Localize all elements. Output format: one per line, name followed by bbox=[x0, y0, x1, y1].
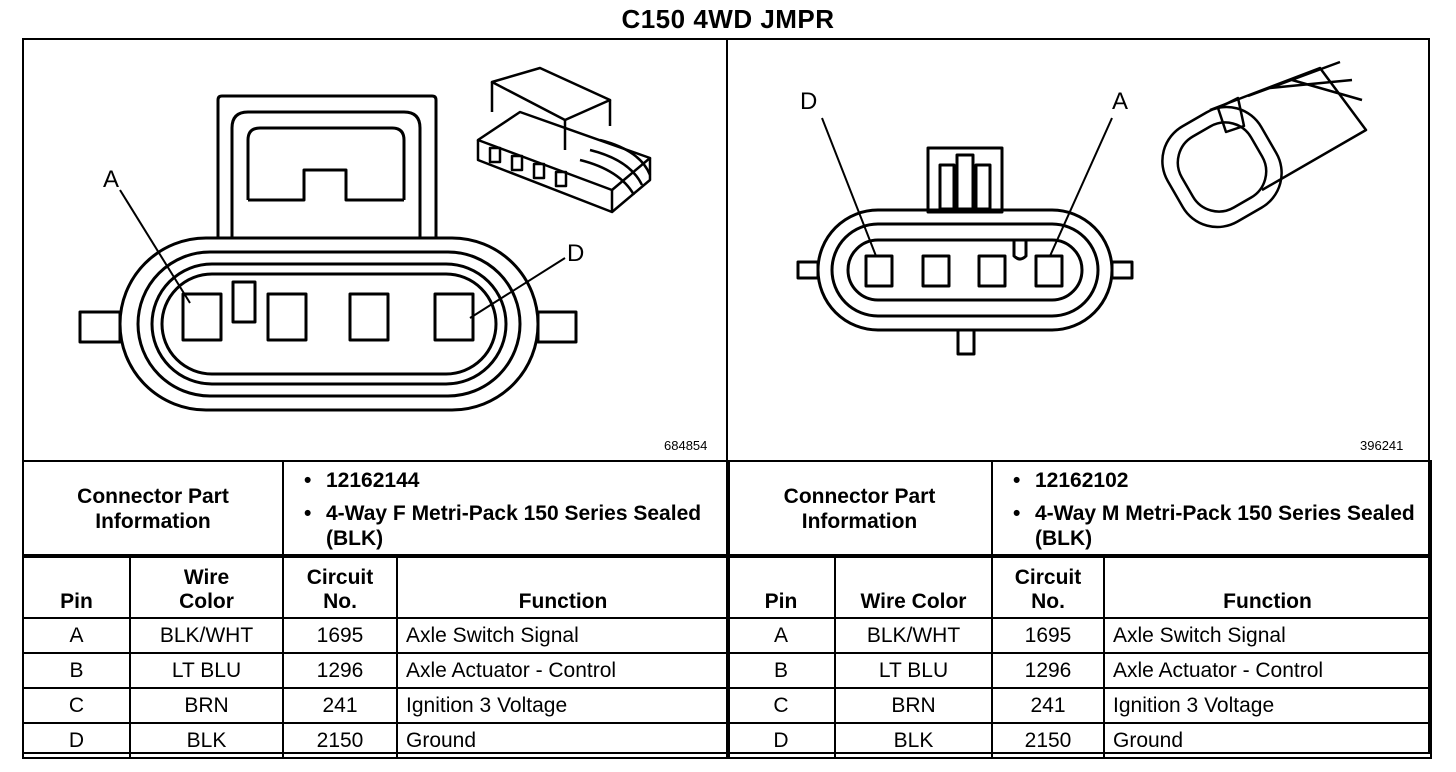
wire-color-cell: BRN bbox=[834, 687, 993, 724]
right-part-description: 4-Way M Metri-Pack 150 Series Sealed (BL… bbox=[1011, 501, 1430, 551]
right-callout-lines bbox=[821, 117, 1113, 257]
left-label-d: D bbox=[567, 240, 585, 267]
left-part-description: 4-Way F Metri-Pack 150 Series Sealed (BL… bbox=[302, 501, 728, 551]
wire-color-cell: BLK bbox=[129, 722, 284, 759]
function-cell: Axle Switch Signal bbox=[1103, 617, 1432, 654]
wire-color-cell: BLK bbox=[834, 722, 993, 759]
right-label-d: D bbox=[800, 88, 818, 115]
circuit-cell: 1296 bbox=[991, 652, 1105, 689]
wire-color-cell: LT BLU bbox=[129, 652, 284, 689]
pin-header: Pin bbox=[22, 554, 131, 619]
circuit-cell: 241 bbox=[991, 687, 1105, 724]
wire-color-header: Wire Color bbox=[834, 554, 993, 619]
function-header: Function bbox=[1103, 554, 1432, 619]
pin-cell: B bbox=[726, 652, 836, 689]
wire-color-cell: BRN bbox=[129, 687, 284, 724]
left-part-number: 12162144 bbox=[302, 468, 728, 493]
wire-color-cell: BLK/WHT bbox=[834, 617, 993, 654]
wire-color-cell: LT BLU bbox=[834, 652, 993, 689]
right-image-code: 396241 bbox=[1360, 438, 1404, 453]
page-title: C150 4WD JMPR bbox=[621, 4, 835, 34]
right-part-number: 12162102 bbox=[1011, 468, 1430, 493]
circuit-cell: 2150 bbox=[282, 722, 398, 759]
table-row: D BLK 2150 Ground bbox=[726, 722, 1432, 759]
pin-cell: B bbox=[22, 652, 131, 689]
table-row: C BRN 241 Ignition 3 Voltage bbox=[22, 687, 730, 724]
pin-cell: D bbox=[726, 722, 836, 759]
female-connector-face bbox=[78, 94, 578, 412]
table-row: A BLK/WHT 1695 Axle Switch Signal bbox=[22, 617, 730, 654]
function-header: Function bbox=[396, 554, 730, 619]
left-part-info: Connector Part Information 12162144 4-Wa… bbox=[22, 460, 730, 558]
male-connector-thumbnail bbox=[1161, 60, 1368, 229]
circuit-cell: 1695 bbox=[282, 617, 398, 654]
wire-color-cell: BLK/WHT bbox=[129, 617, 284, 654]
circuit-cell: 241 bbox=[282, 687, 398, 724]
function-cell: Ignition 3 Voltage bbox=[396, 687, 730, 724]
right-label-a: A bbox=[1112, 88, 1129, 115]
circuit-cell: 1695 bbox=[991, 617, 1105, 654]
table-row: B LT BLU 1296 Axle Actuator - Control bbox=[726, 652, 1432, 689]
function-cell: Axle Actuator - Control bbox=[396, 652, 730, 689]
left-image-code: 684854 bbox=[664, 438, 708, 453]
circuit-cell: 2150 bbox=[991, 722, 1105, 759]
function-cell: Ignition 3 Voltage bbox=[1103, 687, 1432, 724]
male-connector-face bbox=[796, 146, 1134, 356]
pin-cell: A bbox=[22, 617, 131, 654]
female-connector-thumbnail bbox=[476, 66, 652, 214]
pin-cell: C bbox=[22, 687, 131, 724]
pin-header: Pin bbox=[726, 554, 836, 619]
function-cell: Ground bbox=[1103, 722, 1432, 759]
pin-cell: C bbox=[726, 687, 836, 724]
table-row: C BRN 241 Ignition 3 Voltage bbox=[726, 687, 1432, 724]
right-info-label: Connector Part Information bbox=[726, 460, 993, 558]
table-row: A BLK/WHT 1695 Axle Switch Signal bbox=[726, 617, 1432, 654]
function-cell: Axle Switch Signal bbox=[396, 617, 730, 654]
left-label-a: A bbox=[103, 166, 120, 193]
right-part-info: Connector Part Information 12162102 4-Wa… bbox=[726, 460, 1432, 558]
pin-cell: D bbox=[22, 722, 131, 759]
function-cell: Axle Actuator - Control bbox=[1103, 652, 1432, 689]
table-row: D BLK 2150 Ground bbox=[22, 722, 730, 759]
function-cell: Ground bbox=[396, 722, 730, 759]
left-callout-lines bbox=[119, 189, 566, 319]
pin-cell: A bbox=[726, 617, 836, 654]
center-divider bbox=[726, 38, 728, 754]
left-info-label: Connector Part Information bbox=[22, 460, 284, 558]
circuit-cell: 1296 bbox=[282, 652, 398, 689]
table-row: B LT BLU 1296 Axle Actuator - Control bbox=[22, 652, 730, 689]
